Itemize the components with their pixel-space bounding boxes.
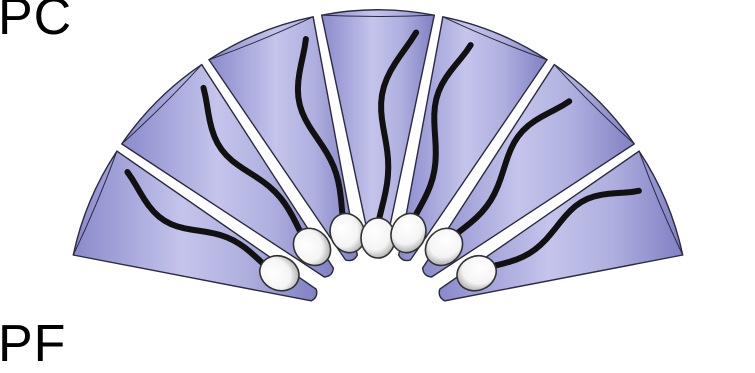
cell-body	[361, 218, 395, 258]
label-top: PC	[0, 0, 72, 43]
fan-diagram	[0, 0, 755, 363]
label-bottom: PF	[0, 318, 66, 370]
wedges-layer	[73, 10, 682, 301]
